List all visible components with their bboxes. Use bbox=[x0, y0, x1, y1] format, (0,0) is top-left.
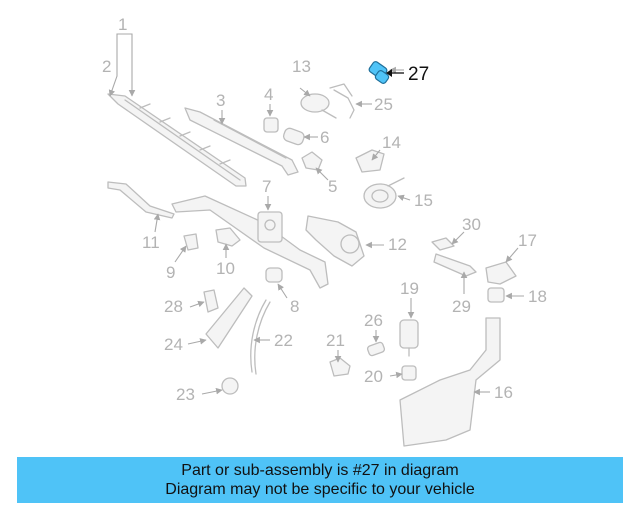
callout-14: 14 bbox=[382, 133, 401, 152]
clip-part-28 bbox=[203, 289, 219, 313]
callout-17: 17 bbox=[518, 231, 537, 250]
grommet-part-20 bbox=[401, 365, 417, 381]
pump-part-19 bbox=[399, 319, 419, 357]
callout-1: 1 bbox=[118, 15, 127, 34]
connector-part-21 bbox=[329, 357, 351, 377]
callout-13: 13 bbox=[292, 57, 311, 76]
callout-20: 20 bbox=[364, 367, 383, 386]
callout-6: 6 bbox=[320, 128, 329, 147]
parts-diagram: 1 2 3 4 6 5 7 13 25 14 15 11 12 9 10 8 2… bbox=[102, 15, 547, 447]
callout-30: 30 bbox=[462, 215, 481, 234]
callout-2: 2 bbox=[102, 57, 111, 76]
nozzle-part-26 bbox=[366, 341, 386, 357]
reservoir-part-16 bbox=[399, 317, 501, 447]
bracket-part-29 bbox=[433, 253, 477, 277]
callout-3: 3 bbox=[216, 91, 225, 110]
callout-7: 7 bbox=[262, 177, 271, 196]
cap-part-6 bbox=[282, 127, 305, 146]
callout-12: 12 bbox=[388, 235, 407, 254]
wiper-motor-part bbox=[305, 215, 365, 267]
wiper-linkage-part bbox=[171, 195, 329, 289]
callout-28: 28 bbox=[164, 297, 183, 316]
callout-18: 18 bbox=[528, 287, 547, 306]
bushing-part-8 bbox=[265, 267, 283, 283]
callout-22: 22 bbox=[274, 331, 293, 350]
lever-part-30 bbox=[431, 237, 455, 251]
callout-11: 11 bbox=[142, 233, 160, 252]
cap-part-18 bbox=[487, 287, 505, 303]
hose-part-22 bbox=[250, 299, 271, 375]
wiper-blade-part bbox=[107, 93, 247, 187]
pump-seal-part-15 bbox=[363, 177, 405, 209]
callout-21: 21 bbox=[326, 331, 345, 350]
callout-16: 16 bbox=[494, 383, 513, 402]
callout-5: 5 bbox=[328, 177, 337, 196]
callout-25: 25 bbox=[374, 95, 393, 114]
callout-23: 23 bbox=[176, 385, 195, 404]
bracket-part-14 bbox=[355, 149, 385, 173]
nozzle-part-13 bbox=[300, 93, 337, 119]
pivot-arm-part bbox=[107, 181, 175, 219]
hose-connector-part-25 bbox=[329, 83, 355, 119]
callout-27: 27 bbox=[408, 64, 429, 85]
grommet-part-5 bbox=[301, 151, 323, 171]
leader-lines bbox=[108, 33, 524, 396]
cap-part-17 bbox=[485, 261, 517, 285]
callout-29: 29 bbox=[452, 297, 471, 316]
callout-27-arrowhead bbox=[386, 69, 392, 77]
bracket-part-24 bbox=[205, 287, 253, 349]
banner-line-disclaimer: Diagram may not be specific to your vehi… bbox=[165, 481, 475, 498]
callout-24: 24 bbox=[164, 335, 183, 354]
clip-part-9 bbox=[183, 233, 199, 251]
mount-part-10 bbox=[215, 227, 241, 247]
wiper-arm-part bbox=[184, 107, 299, 176]
callout-15: 15 bbox=[414, 191, 433, 210]
callout-26: 26 bbox=[364, 311, 383, 330]
callout-4: 4 bbox=[264, 85, 273, 104]
highlighted-part-27 bbox=[368, 61, 390, 84]
grommet-part-23 bbox=[221, 377, 239, 395]
callout-19: 19 bbox=[400, 279, 419, 298]
nut-cap-part-4 bbox=[263, 117, 279, 133]
callout-9: 9 bbox=[166, 263, 175, 282]
callout-10: 10 bbox=[216, 259, 235, 278]
banner-line-part: Part or sub-assembly is #27 in diagram bbox=[181, 462, 459, 479]
callout-8: 8 bbox=[290, 297, 299, 316]
info-banner: Part or sub-assembly is #27 in diagram D… bbox=[17, 457, 623, 503]
